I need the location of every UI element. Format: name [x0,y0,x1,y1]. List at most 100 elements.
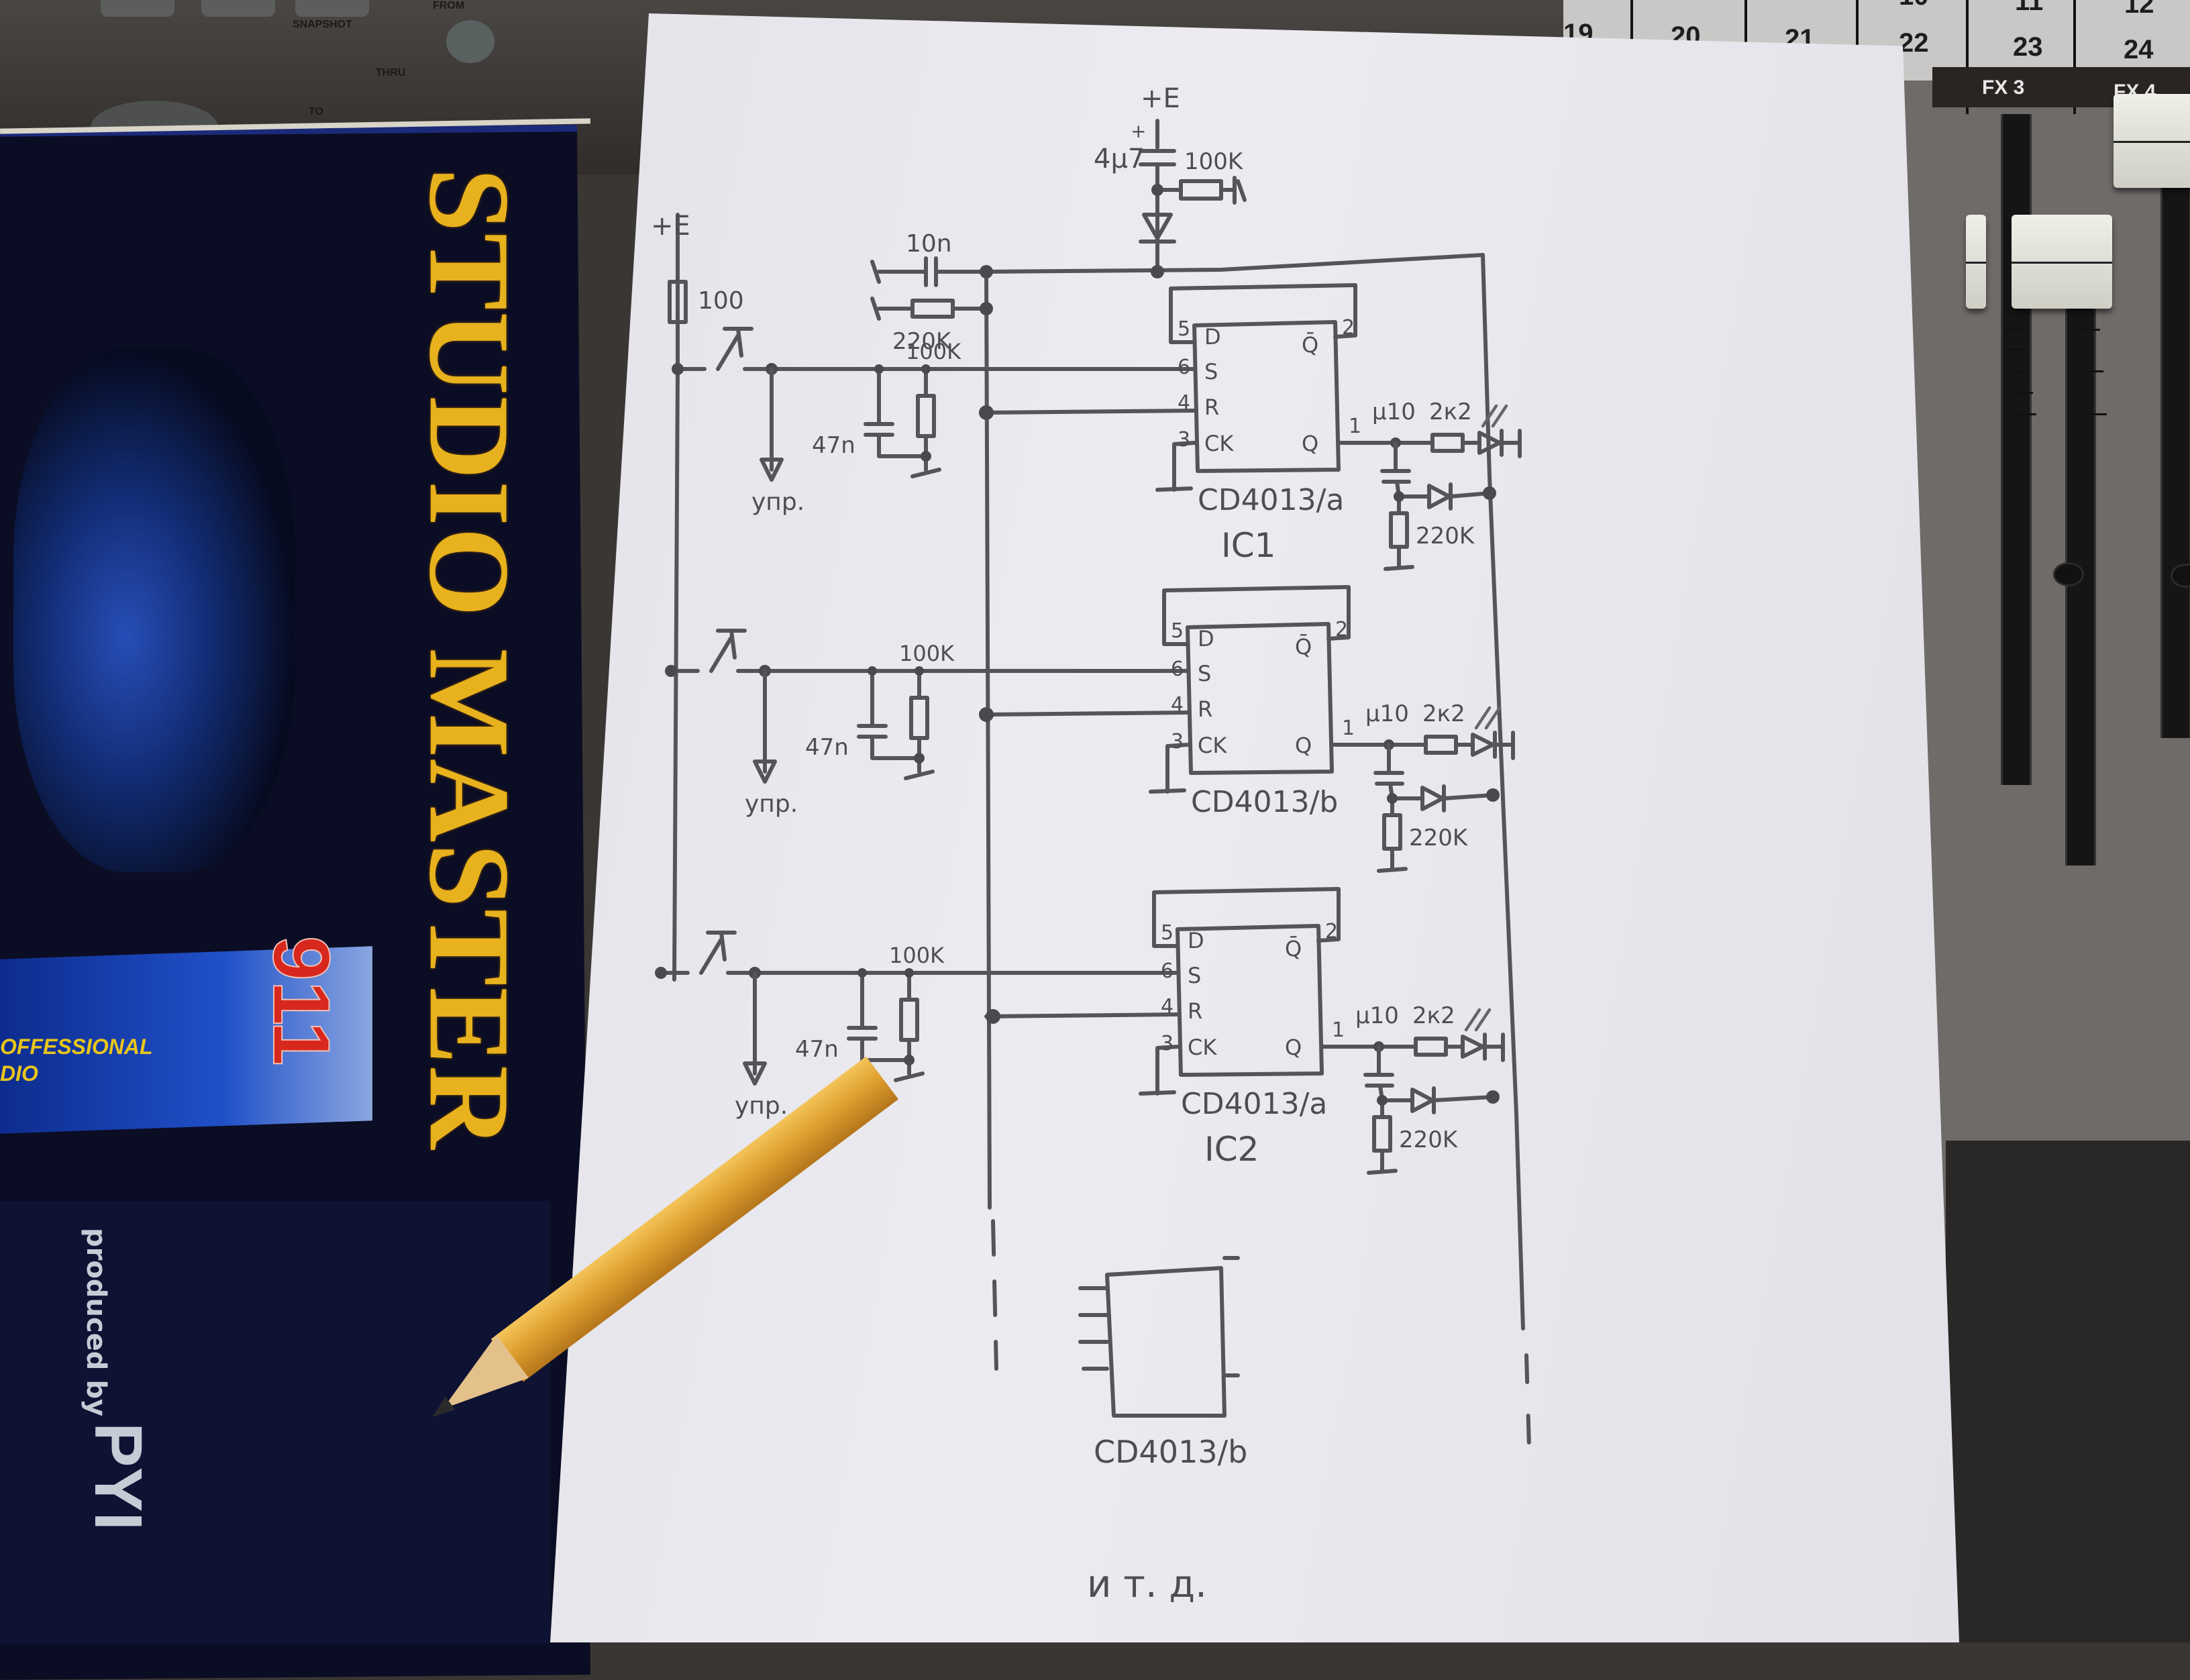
led-light-arrows [1464,1008,1492,1032]
schematic-paper [550,13,1959,1642]
push-button-switch [676,327,1196,371]
chip-label: CD4013/a [1198,483,1344,517]
res-100k-input [910,367,941,478]
manual-title: STUDIO MASTER [403,168,557,1150]
res-100k-input [904,669,935,780]
pin-number-qbar: 2 [1335,618,1348,641]
pin-name-s: S [1198,661,1211,686]
pin-name-q: Q [1285,1035,1302,1060]
res-100k-input-label: 100K [906,339,961,364]
cap-47n [847,971,911,1062]
mixer-button[interactable] [101,0,174,17]
manual-tagline-line1: OFFESSIONAL [0,1035,153,1059]
res-220k-pulldown [1367,1098,1398,1175]
cap-4u7-label: 4μ7 [1094,144,1145,174]
flipflop-body [1192,320,1341,473]
node [980,265,993,278]
res-100k-input [894,971,925,1082]
node [655,967,667,979]
manual-tagline: OFFESSIONAL DIO [0,1033,201,1087]
manual-brand: PYI [79,1422,173,1644]
manual-cover-art [13,349,295,872]
pulldown-label: 220K [1409,825,1469,851]
pin-name-q: Q [1302,431,1318,456]
rail-continuation [1524,1353,1532,1471]
cap-47n [857,669,921,760]
fader-knob-ch22[interactable] [1966,215,1986,309]
res-100-label: 100 [698,287,744,315]
next-chip-label: CD4013/b [1094,1434,1247,1470]
fader-track [2160,134,2190,738]
supply-label-top: +E [1141,83,1180,114]
res-100k-input-label: 100K [889,943,945,968]
pin-number-qbar: 2 [1342,316,1355,339]
fader-knob-fx4[interactable] [2114,94,2190,188]
res-100k-input-label: 100K [899,641,955,666]
qbar-to-d-feedback [1162,585,1351,646]
mixer-label-snapshot: SNAPSHOT [293,19,352,30]
push-button-switch [659,931,1180,975]
fader-tick [2006,349,2026,351]
mixer-screw [2053,562,2084,586]
reset-line [984,711,1190,717]
pin-number-d: 5 [1161,921,1174,945]
node [1483,486,1496,500]
manual-model-number: 911 [255,935,389,1110]
out-cap-label: μ10 [1372,399,1416,425]
node [1377,1095,1388,1106]
res-220k-decouple-label: 220K [892,328,952,355]
pin-name-q: Q [1295,733,1312,758]
cap-47n-label: 47n [812,432,855,459]
pin-name-r: R [1188,998,1202,1024]
node [904,1055,915,1065]
pin-number-r: 4 [1171,693,1184,717]
diode-top [1139,213,1176,244]
cap-4u7-plate-top [1139,119,1176,274]
res-220k-pulldown [1384,494,1414,571]
control-output-label: упр. [735,1092,788,1120]
pin-name-qbar: Q̄ [1295,633,1312,660]
control-output-label: упр. [751,488,804,516]
chip-label: CD4013/a [1181,1087,1327,1121]
cap-10n [870,256,988,287]
fader-tick [2016,413,2036,415]
mixer-label-from: FROM [433,0,465,11]
control-output-label: упр. [745,790,798,818]
node [1151,184,1163,196]
led-chain [1337,429,1522,458]
pin-number-ck: 3 [1171,730,1184,753]
node [1486,788,1500,802]
pin-number-ck: 3 [1178,428,1190,452]
pin-name-qbar: Q̄ [1302,331,1318,358]
led-res-label: 2к2 [1429,399,1472,425]
mixer-button[interactable] [201,0,275,17]
node [904,968,914,978]
pin-number-s: 6 [1161,959,1174,983]
fader-knob-fx3[interactable] [2012,215,2112,309]
qbar-to-d-feedback [1152,887,1341,948]
fader-tick [2083,370,2103,372]
mixer-label-to: TO [309,106,323,117]
mixer-knob[interactable] [446,20,494,63]
pin-number-ck: 3 [1161,1032,1174,1055]
manual-model-text: 911 [256,935,347,1067]
control-output-arrow [743,971,767,1086]
pin-name-r: R [1204,395,1219,420]
res-100-left [668,246,688,371]
pin-number-d: 5 [1171,619,1184,643]
pin-number-q: 1 [1342,717,1355,740]
next-chip-body [1078,1256,1240,1418]
channel-number: 12 [2124,0,2154,19]
pin-name-ck: CK [1204,431,1234,456]
res-220k-pulldown [1377,796,1408,873]
mixer-shadow [1946,1141,2190,1642]
ic-label: IC2 [1204,1130,1259,1169]
node [979,405,994,420]
node [1151,265,1164,278]
node [914,753,925,764]
fx3-label: FX 3 [1982,76,2025,99]
pin-number-qbar: 2 [1325,920,1338,943]
reset-line [984,1012,1180,1018]
mixer-button[interactable] [295,0,369,17]
pulldown-label: 220K [1399,1126,1459,1153]
